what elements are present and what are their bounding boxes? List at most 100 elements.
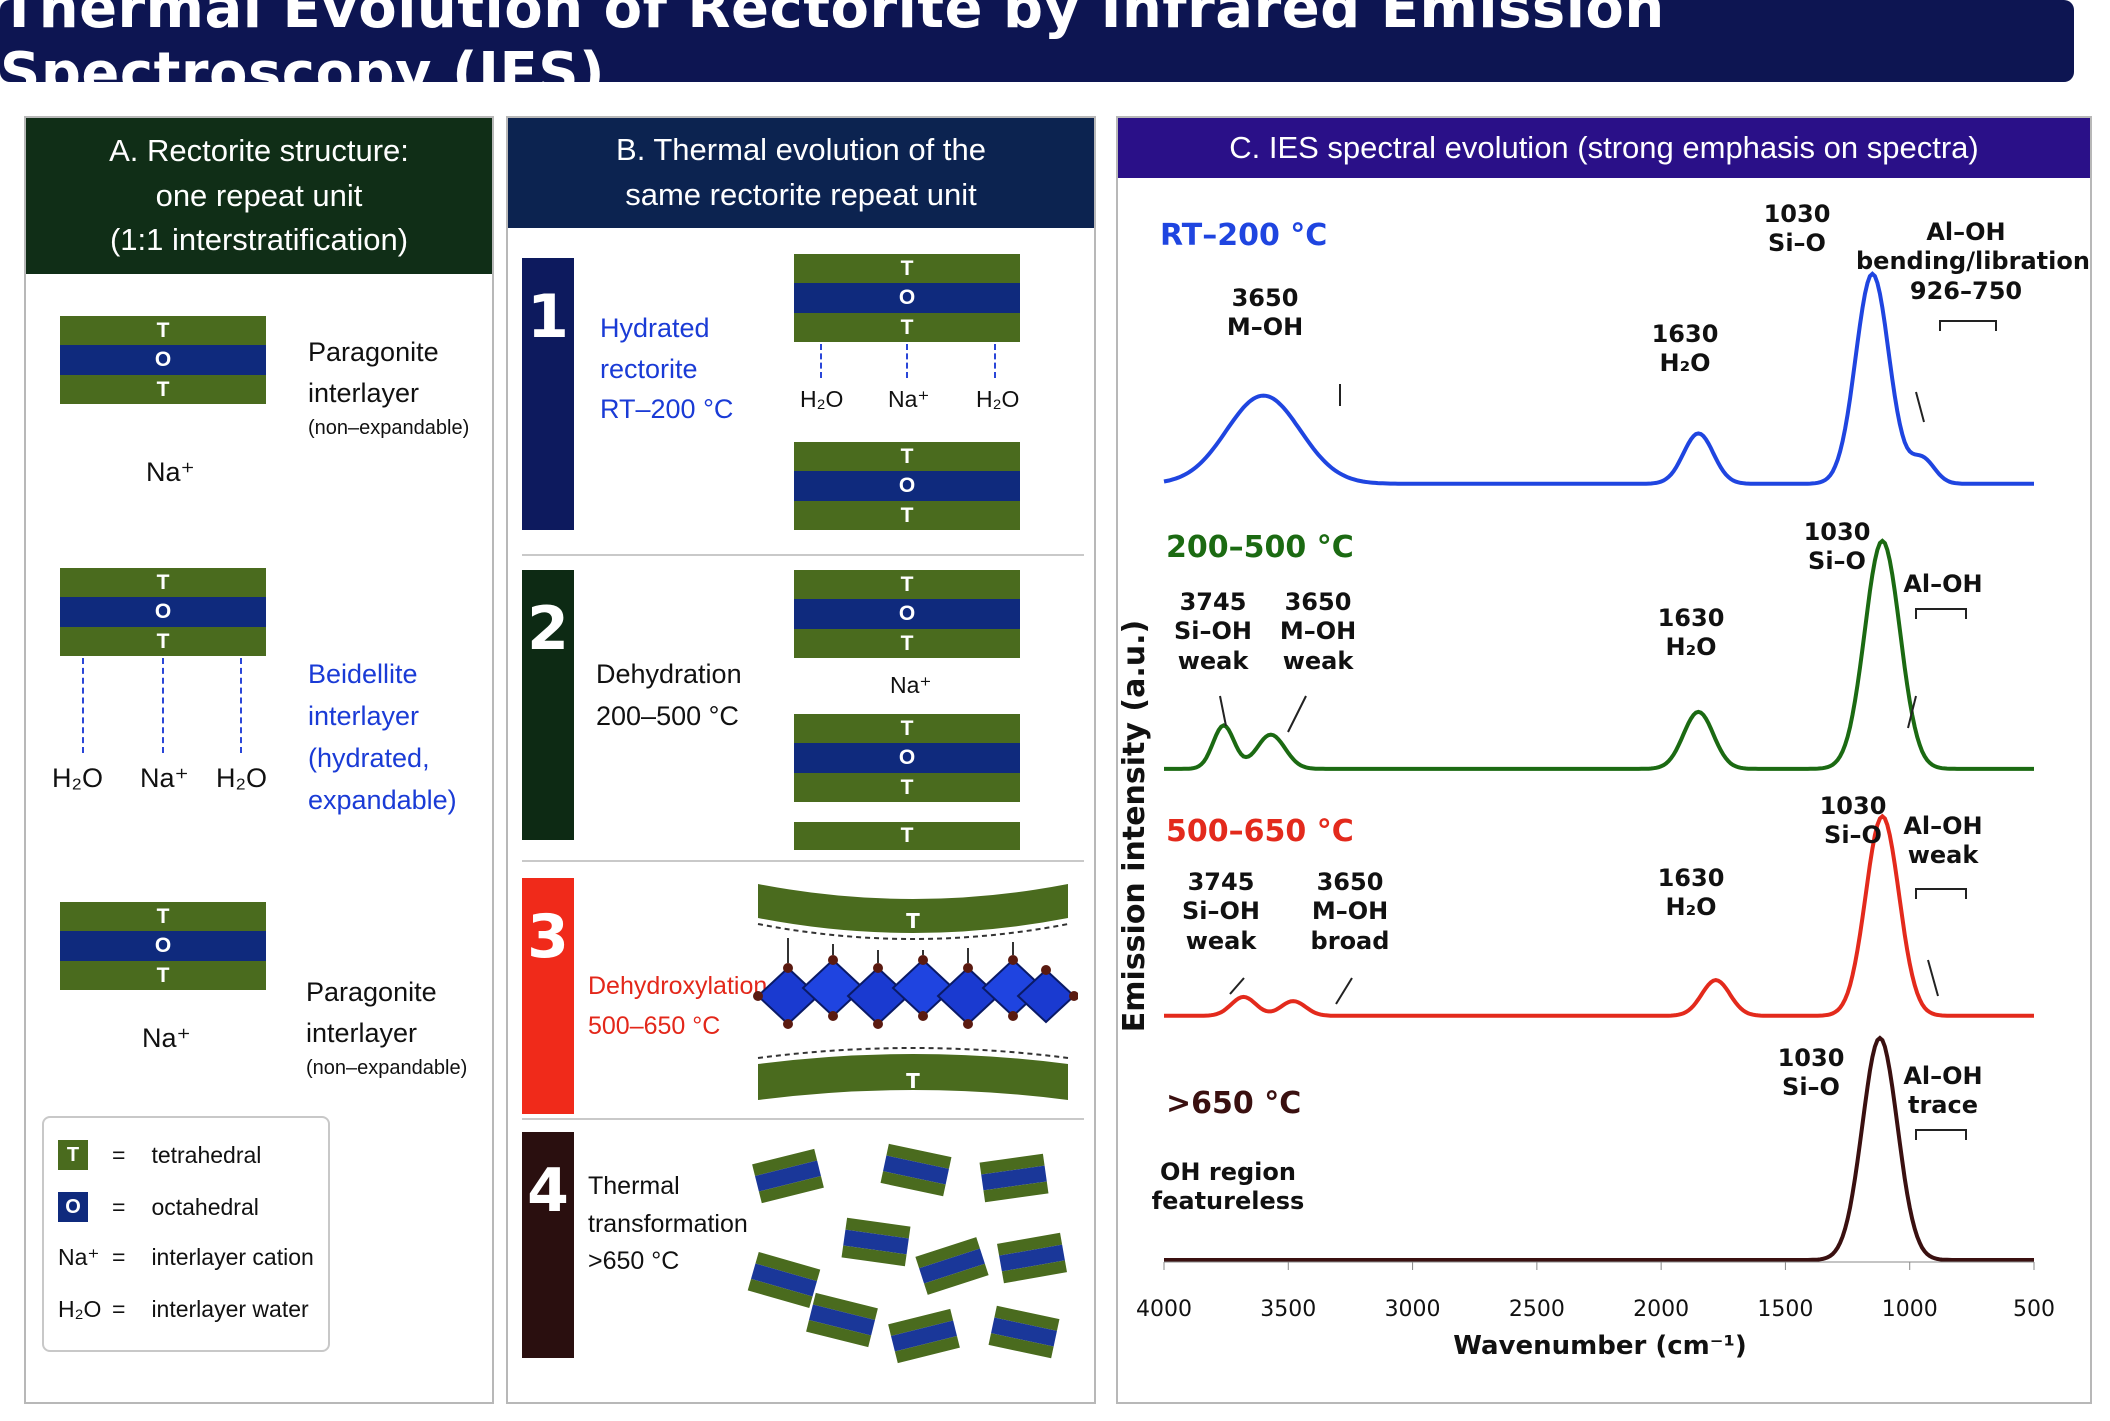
ann-group: Al–OH [1903,812,1983,840]
ann-number: 1630 [1657,604,1725,632]
legend-text-octahedral: octahedral [151,1193,259,1220]
tetrahedral-sheet: T [794,570,1020,599]
tetrahedral-sheet: T [794,501,1020,530]
atom [963,963,973,973]
tetrahedral-sheet: T [794,714,1020,743]
ann-group: Si–OH [1174,617,1252,646]
panel-c-heading-text: C. IES spectral evolution (strong emphas… [1229,129,1979,165]
x-tick-label: 1500 [1757,1297,1813,1322]
step-2-number: 2 [522,570,574,840]
curved-t-sheet-top [758,884,1068,933]
na-label-2: Na⁺ [140,763,189,793]
tot-layer-step2-top: T O T [794,570,1020,658]
h2o-label: H₂O [52,763,103,793]
panel-b-heading-line2: same rectorite repeat unit [625,177,977,212]
tetrahedral-sheet: T [60,316,266,345]
legend-text-water: interlayer water [151,1296,309,1322]
tot-fragment [888,1308,960,1364]
atom [873,1019,883,1029]
step-divider [522,1118,1084,1120]
octahedral-sheet: O [60,931,266,961]
octahedral-sheet: O [60,345,266,375]
series-group [1163,271,2034,1262]
step-4-line3: >650 °C [588,1247,680,1275]
x-tick-label: 3500 [1260,1297,1316,1322]
range-label-4: >650 °C [1166,1086,1302,1121]
legend-row-h2o: H₂O = interlayer water [58,1296,309,1323]
atom [918,1011,928,1021]
beidellite-text: Beidellite [308,659,418,689]
ann-strength: weak [1185,926,1257,955]
octahedral-chain [756,958,1076,1026]
ann-strength: weak [1177,646,1249,675]
ann-number: 3650 [1284,588,1352,616]
legend-key-t: T [58,1140,88,1170]
step-1-line3: RT–200 °C [600,394,734,424]
annotation-leader [1907,695,1917,729]
panel-a-heading-line3: (1:1 interstratification) [109,222,409,258]
aloh-bracket [1915,888,1967,899]
expandable-text: expandable) [308,784,457,815]
title-bar: Thermal Evolution of Rectorite by Infrar… [0,0,2074,106]
ann-number: 1030 [1777,1044,1845,1072]
non-expandable-text: (non–expandable) [306,1057,468,1079]
step-2-line2: 200–500 °C [596,700,739,731]
step-divider [522,860,1084,862]
octahedron [936,966,1000,1026]
x-tick-label: 3000 [1385,1297,1441,1322]
ann-group: M–OH [1311,897,1389,926]
tetrahedral-sheet: T [794,773,1020,802]
step-3-line1: Dehydroxylation [588,972,768,1000]
atom [918,955,928,965]
step-4-number: 4 [522,1132,574,1358]
step-2-label: Dehydration 200–500 °C [596,654,742,738]
step-4-line1: Thermal [588,1172,680,1200]
legend-key-h2o: H₂O [58,1296,102,1322]
tetrahedral-sheet: T [60,568,266,597]
paragonite-text: Paragonite [306,977,437,1007]
ann-strength: broad [1310,926,1390,955]
ann-range: 926–750 [1909,276,2023,305]
ann-s2-aloh: Al–OH [1898,570,1988,599]
bond-lines [787,938,1014,963]
bond-dash [820,344,822,378]
step-divider [522,554,1084,556]
atom [783,1019,793,1029]
bond-dash [162,658,164,753]
ann-mode: bending/libration [1856,247,2090,276]
annotation-leader [1287,695,1307,733]
x-tick-label: 1000 [1882,1297,1938,1322]
ann-number: 1030 [1819,792,1887,820]
hydrated-text: (hydrated, [308,742,430,773]
ann-group: Si–O [1782,1073,1840,1102]
y-axis-label: Emission intensity (a.u.) [1117,620,1152,1032]
paragonite-label-2: Paragonite interlayer (non–expandable) [306,972,467,1083]
panel-b: B. Thermal evolution of the same rectori… [506,116,1096,1404]
tot-layer-step1-top: T O T [794,254,1020,342]
legend-key-na: Na⁺ [58,1244,100,1270]
dashed-edge [757,1047,1069,1059]
step-1-line2: rectorite [600,353,698,384]
legend-text-tetrahedral: tetrahedral [151,1141,262,1168]
ann-group: H₂O [1659,349,1711,378]
octahedral-sheet: O [794,471,1020,501]
legend: T = tetrahedral O = octahedral Na⁺ = int… [42,1116,330,1352]
step-1-number: 1 [522,258,574,530]
ann-strength: trace [1907,1091,1978,1120]
annotation-leader [1915,391,1925,423]
aloh-bracket [1915,1129,1967,1140]
atom [873,963,883,973]
bond-dash [240,658,242,753]
range-label-2: 200–500 °C [1166,530,1354,565]
na-label-3: Na⁺ [142,1023,191,1053]
legend-text-cation: interlayer cation [151,1244,314,1270]
ann-number: 1030 [1803,518,1871,546]
octahedral-sheet: O [60,597,266,627]
